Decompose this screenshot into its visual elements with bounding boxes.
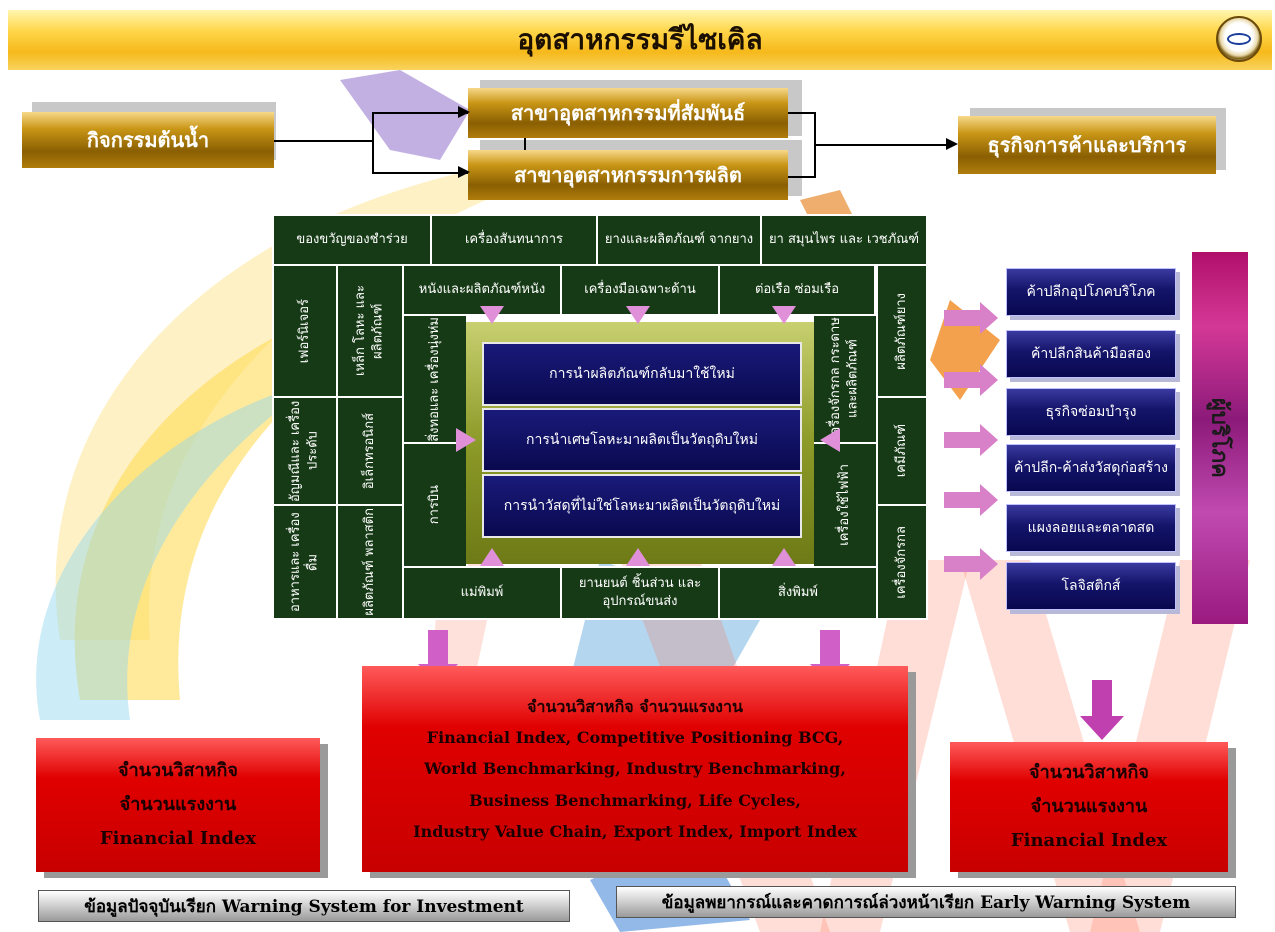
sector-aviation: การบิน	[402, 442, 468, 568]
indicator-line: Business Benchmarking, Life Cycles,	[469, 790, 801, 810]
core-metal-recycling: การนำเศษโลหะมาผลิตเป็นวัตถุดิบใหม่	[482, 408, 802, 472]
early-warning-system-label: ข้อมูลพยากรณ์และคาดการณ์ล่วงหน้าเรียก Ea…	[616, 886, 1236, 918]
arrow-up-icon	[772, 548, 796, 566]
sector-steel: เหล็ก โลหะ และ ผลิตภัณฑ์	[336, 264, 404, 398]
arrowhead-icon	[946, 138, 958, 150]
sector-printing: สิ่งพิมพ์	[718, 566, 878, 620]
connector-line	[372, 112, 468, 114]
connector-line	[788, 112, 816, 114]
arrow-left-icon	[820, 428, 840, 452]
trade-maintenance: ธุรกิจซ่อมบำรุง	[1006, 388, 1176, 436]
arrowhead-icon	[458, 106, 470, 118]
core-reuse: การนำผลิตภัณฑ์กลับมาใช้ใหม่	[482, 342, 802, 406]
arrow-up-icon	[626, 548, 650, 566]
indicator-line: จำนวนวิสาหกิจ จำนวนแรงงาน	[527, 697, 743, 717]
arrow-down-icon	[772, 306, 796, 324]
connector-line	[274, 140, 374, 142]
trade-street-market: แผงลอยและตลาดสด	[1006, 504, 1176, 552]
trade-logistics: โลจิสติกส์	[1006, 562, 1176, 610]
title-banner: อุตสาหกรรมรีไซเคิล	[8, 10, 1272, 70]
indicator-line: จำนวนวิสาหกิจ	[118, 759, 238, 781]
organization-logo	[1216, 16, 1262, 62]
left-indicator-box: จำนวนวิสาหกิจ จำนวนแรงงาน Financial Inde…	[36, 738, 320, 872]
sector-textiles: สิ่งทอและ เครื่องนุ่งห่ม	[402, 314, 468, 444]
sector-machinery: เครื่องจักรกล	[876, 504, 928, 620]
indicator-line: Financial Index	[99, 828, 257, 850]
production-industry-box: สาขาอุตสาหกรรมการผลิต	[468, 150, 788, 200]
connector-line	[814, 144, 950, 146]
indicator-line: Financial Index	[1010, 830, 1168, 852]
connector-line	[372, 112, 374, 172]
indicator-line: จำนวนแรงงาน	[1030, 795, 1148, 817]
arrowhead-icon	[458, 166, 470, 178]
sector-molds: แม่พิมพ์	[402, 566, 562, 620]
arrow-down-icon	[626, 306, 650, 324]
sector-paper-machinery: เครื่องจักรกล กระดาษ และผลิตภัณฑ์	[812, 314, 878, 444]
page-title: อุตสาหกรรมรีไซเคิล	[517, 23, 763, 56]
sector-furniture: เฟอร์นิเจอร์	[272, 264, 338, 398]
upstream-box: กิจกรรมต้นน้ำ	[22, 112, 274, 168]
arrow-down-icon	[1080, 680, 1124, 740]
arrow-right-icon	[944, 302, 998, 334]
trade-secondhand: ค้าปลีกสินค้ามือสอง	[1006, 330, 1176, 378]
sector-shipbuilding: ต่อเรือ ซ่อมเรือ	[718, 264, 876, 316]
core-nonmetal-recycling: การนำวัสดุที่ไม่ใช่โลหะมาผลิตเป็นวัตถุดิ…	[482, 474, 802, 538]
warning-system-label: ข้อมูลปัจจุบันเรียก Warning System for I…	[38, 890, 570, 922]
arrow-right-icon	[944, 484, 998, 516]
sector-chemicals: เคมีภัณฑ์	[876, 396, 928, 506]
indicator-line: Financial Index, Competitive Positioning…	[426, 728, 844, 748]
indicator-line: จำนวนแรงงาน	[119, 793, 237, 815]
center-indicator-box: จำนวนวิสาหกิจ จำนวนแรงงาน Financial Inde…	[362, 666, 908, 872]
sector-electronics: อิเล็กทรอนิกส์	[336, 396, 404, 506]
trade-retail-consumer: ค้าปลีกอุปโภคบริโภค	[1006, 268, 1176, 316]
sector-plastics: ผลิตภัณฑ์ พลาสติก	[336, 504, 404, 620]
sector-food: อาหารและ เครื่องดื่ม	[272, 504, 338, 620]
arrow-right-icon	[944, 424, 998, 456]
connector-line	[788, 176, 816, 178]
sector-recreation: เครื่องสันทนาการ	[430, 214, 598, 266]
connector-line	[524, 138, 526, 150]
sector-electrical-appliances: เครื่องใช้ไฟฟ้า	[812, 442, 878, 568]
sector-medicine: ยา สมุนไพร และ เวชภัณฑ์	[760, 214, 928, 266]
arrow-right-icon	[456, 428, 476, 452]
connector-line	[372, 172, 468, 174]
arrow-right-icon	[944, 364, 998, 396]
indicator-line: จำนวนวิสาหกิจ	[1029, 761, 1149, 783]
arrow-down-icon	[480, 306, 504, 324]
trade-service-box: ธุรกิจการค้าและบริการ	[958, 116, 1216, 174]
sector-gifts: ของขวัญของชำร่วย	[272, 214, 432, 266]
consumer-bar: ผู้บริโภค	[1192, 252, 1248, 624]
sector-rubber-products: ผลิตภัณฑ์ยาง	[876, 264, 928, 398]
right-indicator-box: จำนวนวิสาหกิจ จำนวนแรงงาน Financial Inde…	[950, 742, 1228, 872]
arrow-up-icon	[480, 548, 504, 566]
indicator-line: World Benchmarking, Industry Benchmarkin…	[424, 759, 846, 779]
trade-construction: ค้าปลีก-ค้าส่งวัสดุก่อสร้าง	[1006, 444, 1176, 492]
sector-automotive: ยานยนต์ ชิ้นส่วน และอุปกรณ์ขนส่ง	[560, 566, 720, 620]
indicator-line: Industry Value Chain, Export Index, Impo…	[413, 821, 857, 841]
sector-jewelry: อัญมณีและ เครื่องประดับ	[272, 396, 338, 506]
arrow-right-icon	[944, 548, 998, 580]
related-industry-box: สาขาอุตสาหกรรมที่สัมพันธ์	[468, 88, 788, 138]
sector-rubber: ยางและผลิตภัณฑ์ จากยาง	[596, 214, 762, 266]
